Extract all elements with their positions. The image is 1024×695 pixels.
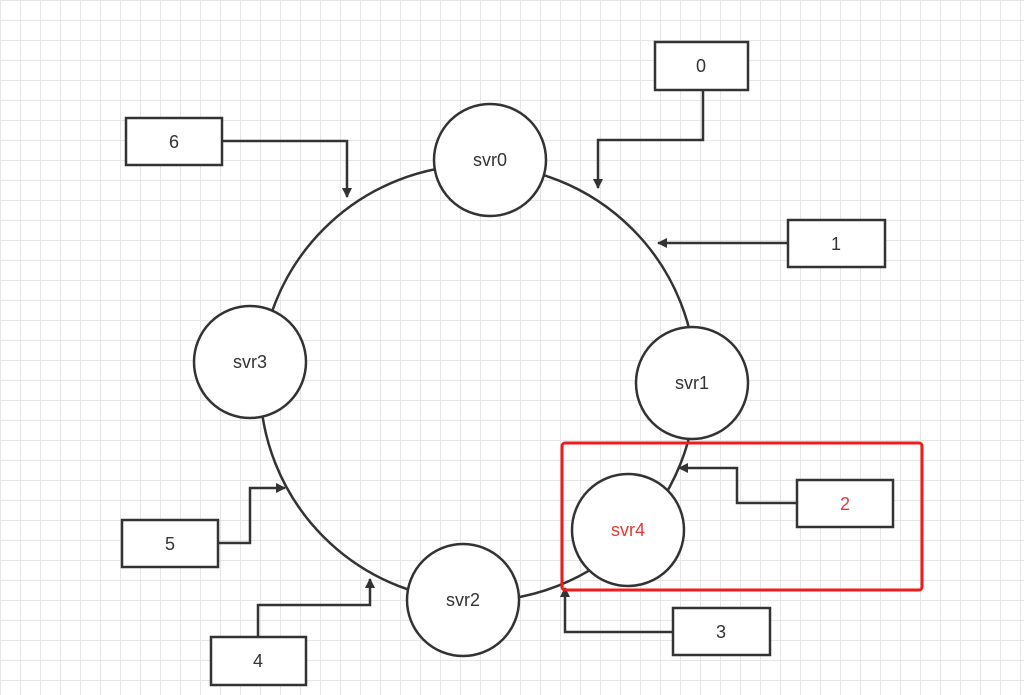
server-node-svr3: svr3 xyxy=(192,304,308,420)
server-label: svr4 xyxy=(611,520,645,540)
arrow-key-4 xyxy=(256,578,375,636)
server-label: svr3 xyxy=(233,352,267,372)
server-label: svr1 xyxy=(675,373,709,393)
key-label: 5 xyxy=(165,534,175,554)
key-label: 2 xyxy=(840,494,850,514)
key-box-1: 1 xyxy=(786,218,887,269)
highlight-box xyxy=(560,441,924,592)
key-box-3: 3 xyxy=(671,606,772,657)
key-label: 4 xyxy=(253,651,263,671)
key-label: 3 xyxy=(716,622,726,642)
key-box-2: 2 xyxy=(795,478,895,529)
arrow-key-0 xyxy=(593,90,705,189)
arrow-key-6 xyxy=(222,139,352,198)
server-node-svr4: svr4 xyxy=(570,472,686,588)
key-box-4: 4 xyxy=(209,635,308,687)
server-node-svr1: svr1 xyxy=(634,325,750,441)
key-box-0: 0 xyxy=(653,40,750,92)
server-node-svr2: svr2 xyxy=(405,542,521,658)
key-box-6: 6 xyxy=(124,116,224,167)
arrow-key-2 xyxy=(678,463,797,505)
key-label: 6 xyxy=(169,132,179,152)
server-label: svr0 xyxy=(473,150,507,170)
key-label: 0 xyxy=(696,56,706,76)
arrow-key-3 xyxy=(560,587,673,634)
server-label: svr2 xyxy=(446,590,480,610)
key-box-5: 5 xyxy=(120,518,220,569)
key-label: 1 xyxy=(831,234,841,254)
server-node-svr0: svr0 xyxy=(432,102,548,218)
arrow-key-5 xyxy=(218,483,286,545)
